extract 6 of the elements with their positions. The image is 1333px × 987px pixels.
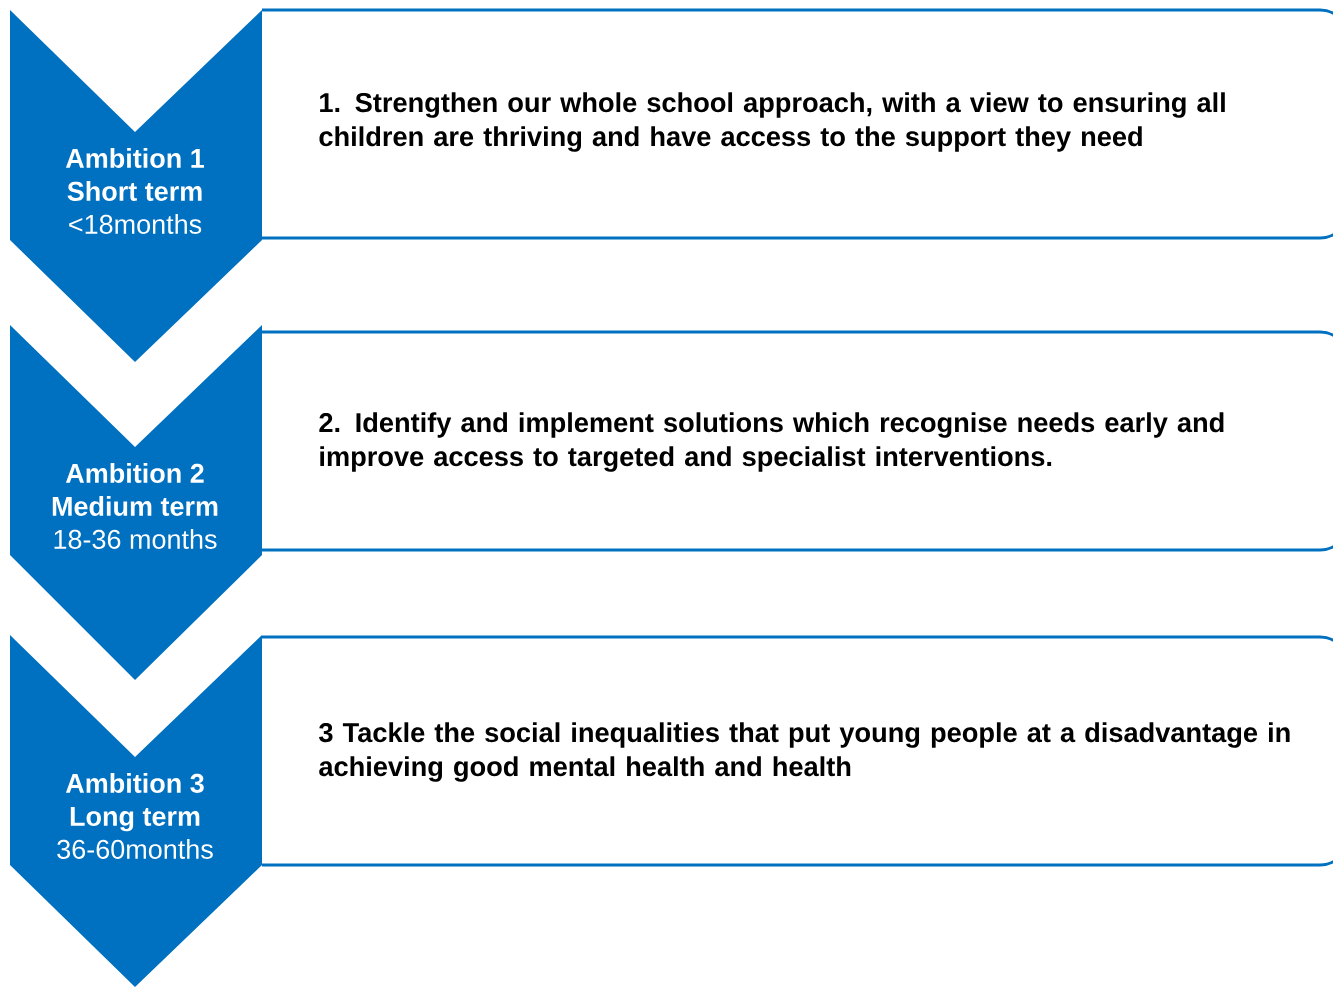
text-box: 3 Tackle the social inequalities that put young people at a disadvantage in achieving good mental health and health <box>262 635 1333 867</box>
chevron-block: Ambition 3 Long term 36-60months <box>10 635 262 987</box>
chevron-block: Ambition 1 Short term <18months <box>10 10 262 362</box>
text-box: 1. Strengthen our whole school approach, with a view to ensuring all children are thriving and have access to the support they need <box>262 8 1333 240</box>
text-box: 2. Identify and implement solutions which recognise needs early and improve access to targeted and specialist interventions. <box>262 330 1333 552</box>
chevron-block: Ambition 2 Medium term 18-36 months <box>10 325 262 680</box>
